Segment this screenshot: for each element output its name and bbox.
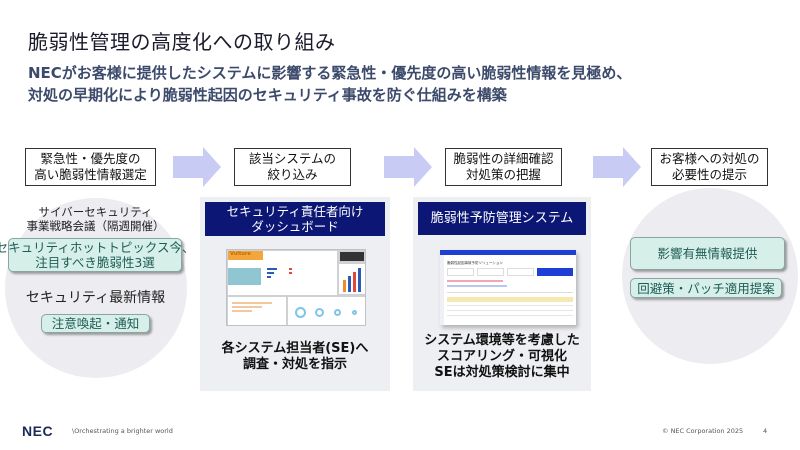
customer-actions-circle — [622, 188, 798, 364]
flow-arrow-1-icon — [173, 147, 221, 187]
step-4-box: お客様への対処の 必要性の提示 — [651, 148, 768, 186]
hot-topics-box: セキュリティホットトピックス今、 注目すべき脆弱性3選 — [0, 238, 194, 272]
step-1-line-1: 緊急性・優先度の — [40, 151, 141, 166]
step-4-line-1: お客様への対処の — [659, 151, 760, 166]
subtitle-line-2: 対処の早期化により脆弱性起因のセキュリティ事故を防ぐ仕組みを構築 — [28, 86, 507, 104]
slide-title: 脆弱性管理の高度化への取り組み — [28, 30, 336, 54]
system-screenshot: 脆弱性起因事故予防ソリューション — [440, 250, 576, 325]
system-screen-title: 脆弱性起因事故予防ソリューション — [447, 261, 503, 265]
step-2-line-1: 該当システムの — [248, 151, 337, 166]
flow-arrow-2-icon — [384, 147, 432, 187]
step-3-box: 脆弱性の詳細確認 対処策の把握 — [445, 148, 562, 186]
subtitle-line-1: NECがお客様に提供したシステムに影響する緊急性・優先度の高い脆弱性情報を見極め… — [28, 64, 632, 82]
hot-topics-line-1: セキュリティホットトピックス今、 — [0, 240, 195, 255]
nec-logo: NEC — [22, 423, 54, 439]
dashboard-screenshot: Vulture — [226, 249, 366, 326]
dashboard-panel-text: 各システム担当者(SE)へ 調査・対処を指示 — [200, 341, 390, 373]
slide-subtitle: NECがお客様に提供したシステムに影響する緊急性・優先度の高い脆弱性情報を見極め… — [28, 62, 631, 106]
intel-sources-circle — [5, 198, 187, 378]
meeting-line-2: 事業戦略会議（隔週開催） — [26, 219, 165, 233]
strategy-meeting-label: サイバーセキュリティ 事業戦略会議（隔週開催） — [18, 205, 173, 233]
hot-topics-line-2: 注目すべき脆弱性3選 — [35, 255, 155, 270]
system-panel-header: 脆弱性予防管理システム — [418, 202, 586, 235]
impact-info-box: 影響有無情報提供 — [630, 237, 785, 270]
step-2-line-2: 絞り込み — [267, 167, 318, 182]
step-2-box: 該当システムの 絞り込み — [234, 148, 351, 186]
dashboard-header-line-2: ダッシュボード — [251, 219, 339, 234]
dashboard-text-line-1: 各システム担当者(SE)へ — [221, 341, 369, 356]
system-text-line-3: SEは対処策検討に集中 — [434, 365, 570, 380]
alert-box: 注意喚起・通知 — [41, 314, 150, 333]
footer-tagline: \Orchestrating a brighter world — [72, 427, 173, 435]
dashboard-header-line-1: セキュリティ責任者向け — [226, 204, 364, 219]
step-4-line-2: 必要性の提示 — [671, 167, 747, 182]
footer-copyright: © NEC Corporation 2025 — [662, 427, 744, 435]
step-3-line-2: 対処策の把握 — [465, 167, 541, 182]
dashboard-panel-header: セキュリティ責任者向け ダッシュボード — [205, 202, 385, 236]
step-1-box: 緊急性・優先度の 高い脆弱性情報選定 — [25, 148, 156, 186]
flow-arrow-3-icon — [593, 147, 641, 187]
step-3-line-1: 脆弱性の詳細確認 — [453, 151, 554, 166]
system-panel-text: システム環境等を考慮した スコアリング・可視化 SEは対処策検討に集中 — [413, 333, 591, 381]
step-1-line-2: 高い脆弱性情報選定 — [34, 167, 147, 182]
dashboard-brand: Vulture — [230, 251, 251, 257]
page-number: 4 — [763, 427, 768, 435]
dashboard-text-line-2: 調査・対処を指示 — [242, 357, 347, 372]
patch-proposal-box: 回避策・パッチ適用提案 — [630, 278, 782, 298]
meeting-line-1: サイバーセキュリティ — [38, 205, 153, 219]
system-text-line-1: システム環境等を考慮した — [424, 333, 580, 348]
latest-info-label: セキュリティ最新情報 — [25, 290, 166, 306]
system-text-line-2: スコアリング・可視化 — [436, 349, 567, 364]
